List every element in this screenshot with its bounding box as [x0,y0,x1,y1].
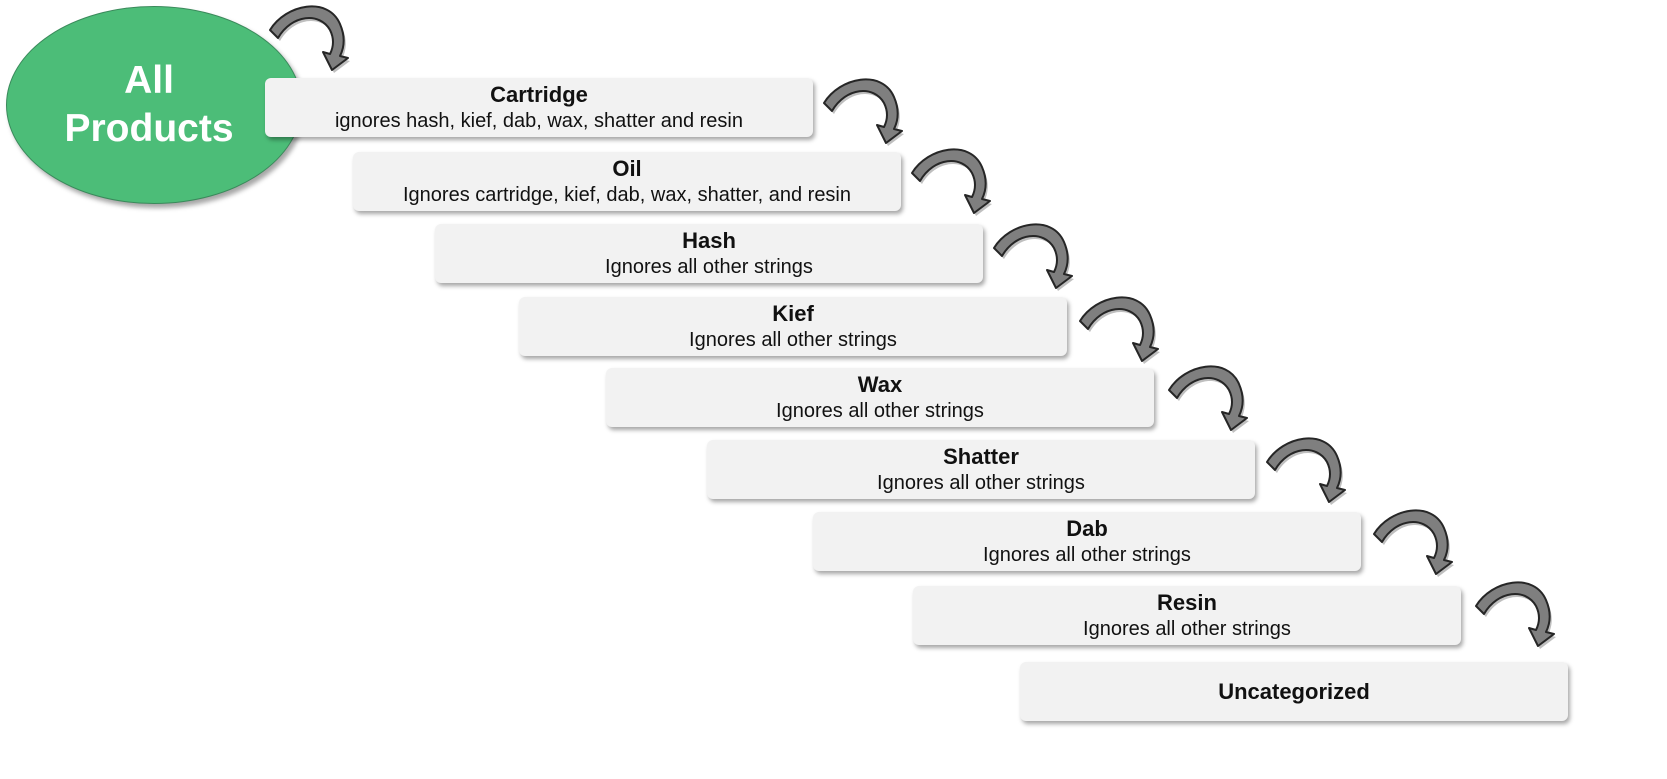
arrow-to-uncategorized-icon [1475,581,1556,649]
arrow-shadow [826,82,904,146]
step-desc: Ignores all other strings [1083,617,1291,640]
arrow-to-wax-icon [1079,296,1160,364]
step-kief: Kief Ignores all other strings [519,297,1067,356]
arrow-to-kief-icon [993,223,1074,291]
step-title: Hash [682,227,736,253]
step-title: Wax [857,371,903,397]
arrow-to-dab-icon [1266,437,1347,505]
step-desc: ignores hash, kief, dab, wax, shatter an… [334,109,743,132]
step-desc: Ignores all other strings [605,255,813,278]
step-title: Cartridge [490,81,588,107]
step-title: Uncategorized [1218,679,1370,704]
step-desc: Ignores all other strings [983,543,1191,566]
arrow-to-oil-icon [823,78,904,146]
all-products-label-line2: Products [64,107,234,150]
arrow-shadow [1269,441,1347,505]
step-title: Resin [1157,589,1217,615]
step-wax: Wax Ignores all other strings [606,368,1154,427]
step-uncategorized: Uncategorized [1020,662,1568,721]
step-cartridge: Cartridge ignores hash, kief, dab, wax, … [265,78,813,137]
step-desc: Ignores all other strings [877,471,1085,494]
arrow-to-hash-icon [911,148,992,216]
step-desc: Ignores all other strings [689,328,897,351]
arrow-shadow [914,152,992,216]
arrow-shadow [1478,585,1556,649]
arrow-shape [1373,509,1453,575]
arrow-shape [1266,437,1346,503]
arrow-to-resin-icon [1373,509,1454,577]
arrow-to-shatter-icon [1168,365,1249,433]
step-title: Dab [1066,515,1108,541]
arrow-shape [1079,296,1159,362]
all-products-label-line1: All [124,59,174,102]
step-shatter: Shatter Ignores all other strings [707,440,1255,499]
all-products-node: All Products [6,6,302,204]
step-title: Kief [772,300,814,326]
arrow-shape [993,223,1073,289]
step-desc: Ignores cartridge, kief, dab, wax, shatt… [402,183,852,206]
arrow-shape [1475,581,1555,647]
step-dab: Dab Ignores all other strings [813,512,1361,571]
step-resin: Resin Ignores all other strings [913,586,1461,645]
arrow-shadow [1082,300,1160,364]
arrow-shape [911,148,991,214]
step-title: Oil [612,155,642,181]
step-oil: Oil Ignores cartridge, kief, dab, wax, s… [353,152,901,211]
arrow-shape [823,78,903,144]
step-hash: Hash Ignores all other strings [435,224,983,283]
arrow-shadow [1171,369,1249,433]
arrow-shadow [1376,513,1454,577]
arrow-shadow [996,227,1074,291]
step-title: Shatter [943,443,1019,469]
step-desc: Ignores all other strings [776,399,984,422]
arrow-shape [1168,365,1248,431]
